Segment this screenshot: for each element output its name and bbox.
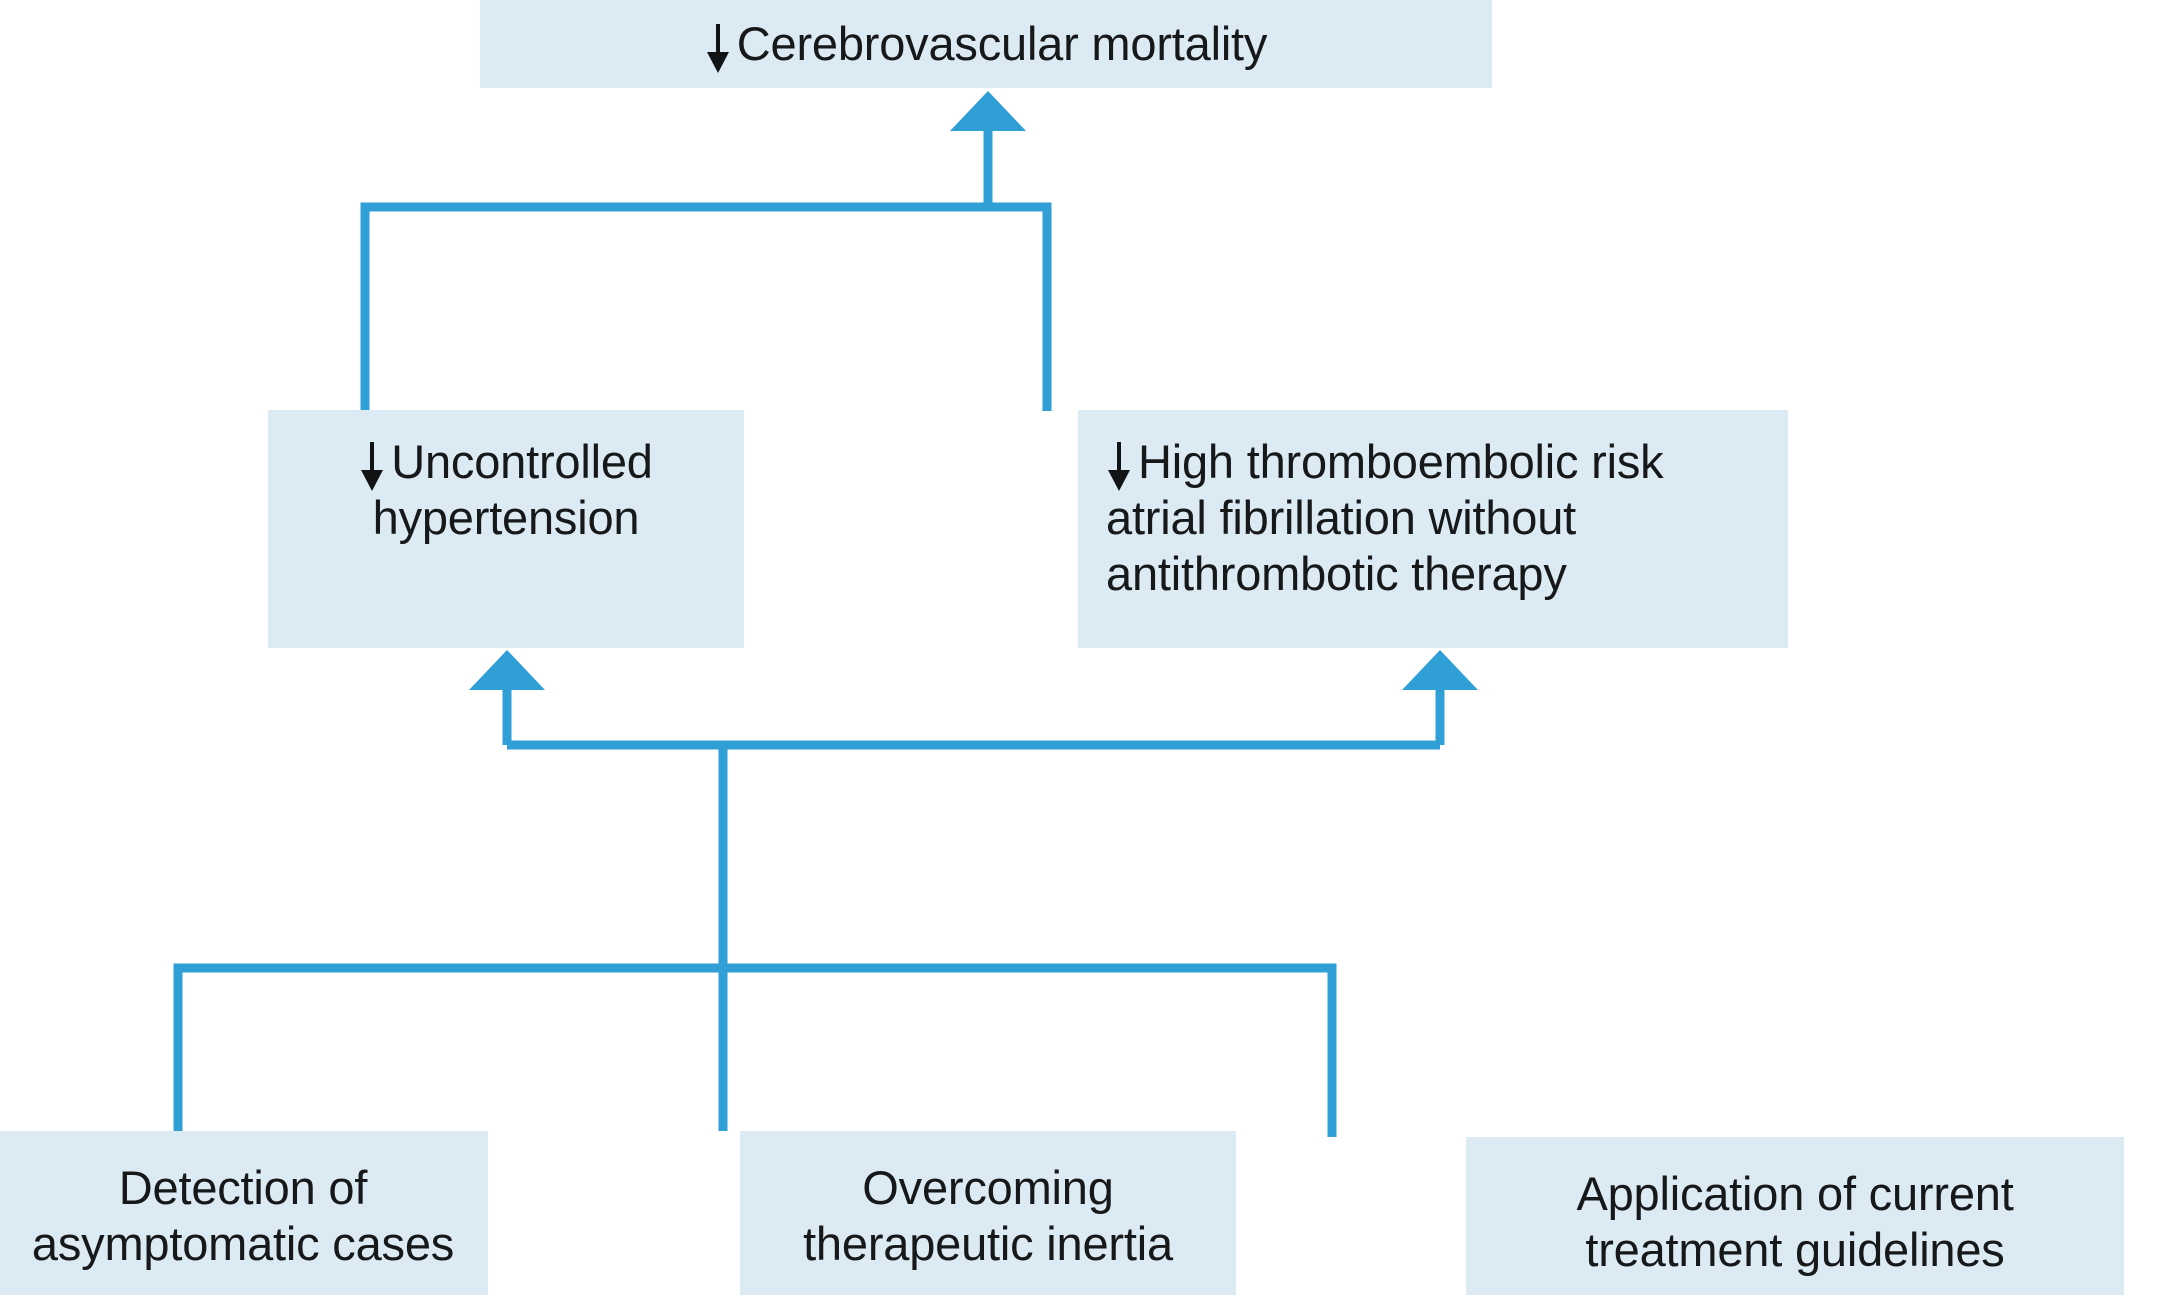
node-high-thromboembolic-risk-af: High thromboembolic risk atrial fibrilla… (1078, 410, 1788, 648)
arrowhead-to-right-mediator (1402, 650, 1478, 690)
node-label: Uncontrolled hypertension (298, 434, 714, 546)
node-overcoming-therapeutic-inertia: Overcoming therapeutic inertia (740, 1131, 1236, 1295)
node-uncontrolled-hypertension: Uncontrolled hypertension (268, 410, 744, 648)
node-label: Overcoming therapeutic inertia (803, 1161, 1173, 1270)
node-label: Cerebrovascular mortality (705, 16, 1267, 74)
arrowhead-to-outcome (950, 91, 1026, 131)
bracket-mediators-to-outcome (360, 202, 1052, 411)
node-cerebrovascular-mortality: Cerebrovascular mortality (480, 0, 1492, 88)
bracket-drivers (173, 963, 1337, 1137)
down-arrow-icon (1106, 442, 1132, 491)
node-label: High thromboembolic risk atrial fibrilla… (1106, 435, 1664, 600)
node-application-of-current-treatment-guidelines: Application of current treatment guideli… (1466, 1137, 2124, 1295)
arrowhead-to-left-mediator (469, 650, 545, 690)
down-arrow-icon (359, 442, 385, 491)
node-label: Detection of asymptomatic cases (31, 1161, 455, 1270)
node-detection-of-asymptomatic-cases: Detection of asymptomatic cases (0, 1131, 488, 1295)
down-arrow-icon (705, 24, 731, 74)
node-label: Application of current treatment guideli… (1576, 1167, 2014, 1276)
